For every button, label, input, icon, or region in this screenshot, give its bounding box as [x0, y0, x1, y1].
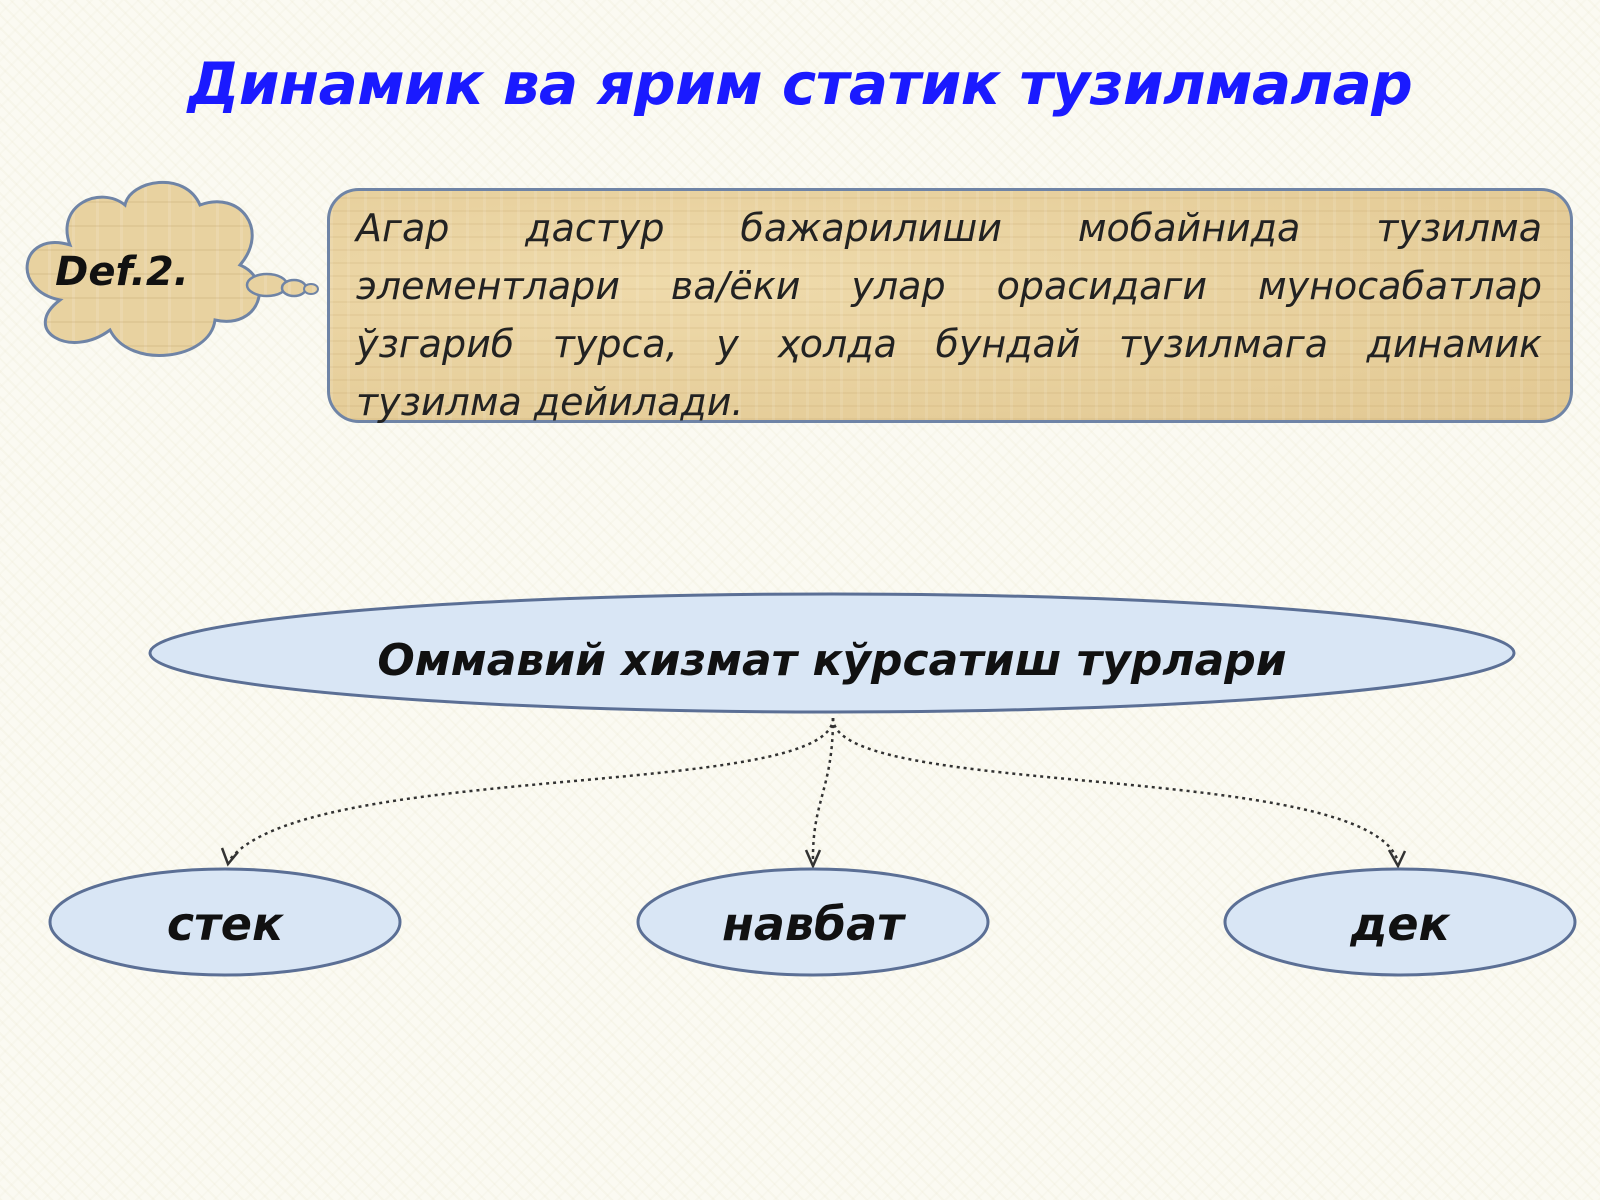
connector-to-queue — [811, 717, 835, 863]
root-node: Оммавий хизмат кўрсатиш турлари — [148, 592, 1516, 714]
child-node-deque: дек — [1223, 867, 1577, 977]
connector-to-stack — [226, 717, 835, 863]
definition-text: Агар дастур бажарилиши мобайнида тузилма… — [356, 206, 1542, 424]
arrowhead-deque — [1387, 849, 1407, 869]
definition-box: Агар дастур бажарилиши мобайнида тузилма… — [327, 188, 1573, 424]
root-node-label: Оммавий хизмат кўрсатиш турлари — [377, 635, 1286, 686]
definition-label: Def.2. — [55, 249, 189, 295]
diagram-connectors — [226, 717, 1400, 863]
child-node-queue-label: навбат — [722, 897, 906, 951]
diagram-arrowheads — [220, 847, 1407, 870]
arrowhead-queue — [804, 849, 822, 870]
connector-to-deque — [831, 717, 1400, 863]
definition-cloud: Def.2. — [25, 180, 319, 357]
slide-title: Динамик ва ярим статик тузилмалар — [187, 50, 1413, 118]
child-node-stack: стек — [48, 867, 402, 977]
child-node-deque-label: дек — [1349, 897, 1451, 951]
arrowhead-stack — [220, 847, 239, 867]
child-node-queue: навбат — [636, 867, 990, 977]
child-node-stack-label: стек — [167, 897, 285, 951]
